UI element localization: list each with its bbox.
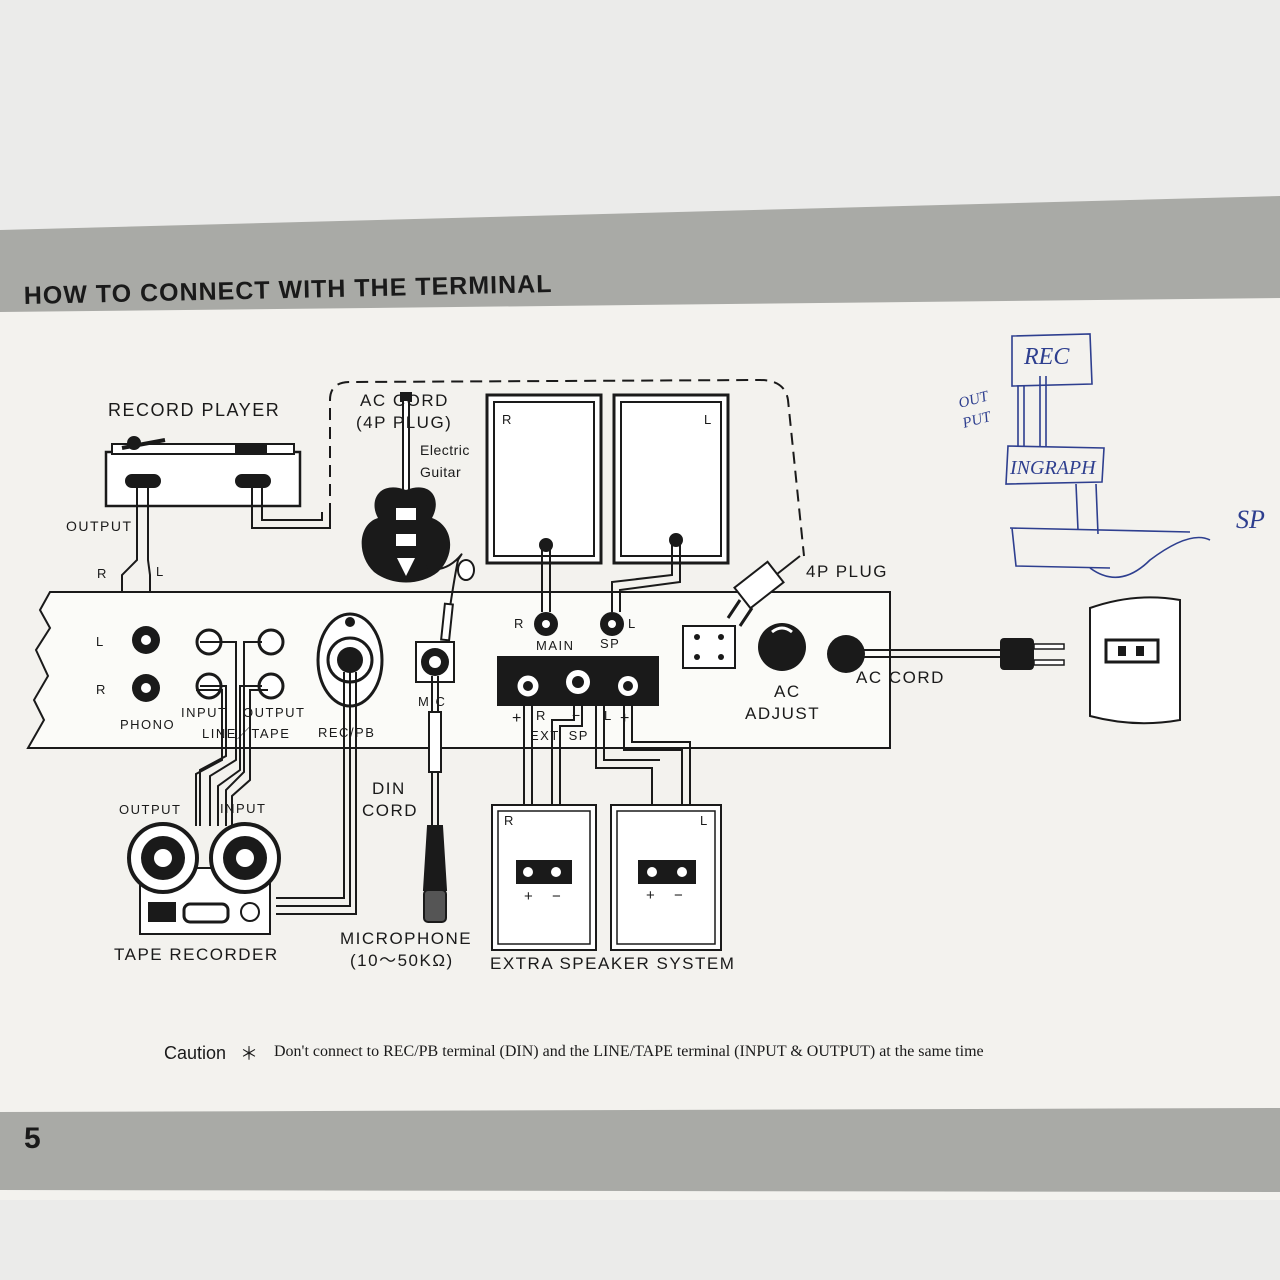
adjust-label: ADJUST [745,704,820,723]
phono-l-label: L [96,634,105,649]
mic-label: MIC [418,694,446,709]
electric-guitar [361,392,475,642]
ext-sp-terminal-block [497,656,659,706]
ext-l-label: L [604,708,613,723]
ext-sp-label: EXT. SP [530,728,589,743]
tape-output-label: OUTPUT [119,802,181,817]
record-player [104,436,302,508]
microphone [422,676,448,923]
extra-speaker-right [491,804,597,951]
hand-out: OUT [957,388,992,412]
ext-minus-label: − [572,707,582,723]
main-l-label: L [628,616,637,631]
input-label: INPUT [181,705,228,720]
extra-r-label: R [504,813,515,828]
output-label: OUTPUT [66,518,133,534]
cable-r-label: R [97,566,108,581]
hand-rec: REC [1023,344,1070,370]
mic-jack [415,641,455,683]
cord-label: CORD [362,801,418,820]
hand-put: PUT [960,409,994,432]
din-cord [276,672,357,915]
page-number: 5 [24,1122,42,1155]
4p-plug-paren-label: (4P PLUG) [356,413,452,432]
caution-label: Caution [164,1043,226,1063]
extra-r-plus: + [524,888,534,905]
tape-recorder [127,822,281,935]
mic-impedance-label: (10～50KΩ) [350,951,454,970]
main-speaker-right [485,393,603,565]
ac-adjust-selector [682,623,806,671]
caution-text: Don't connect to REC/PB terminal (DIN) a… [274,1043,984,1060]
extra-speaker-label: EXTRA SPEAKER SYSTEM [490,954,735,973]
extra-r-minus: − [552,888,562,905]
ac-cord-dashed-path [329,378,805,557]
ac-cord-outlet [827,596,1181,725]
ac-cord-label: AC CORD [856,668,945,687]
speaker-l-label: L [704,412,713,427]
extra-l-plus: + [646,887,656,904]
cable-l-label: L [156,564,165,579]
phono-label: PHONO [120,717,175,732]
main-label: MAIN [536,638,575,653]
din-label: DIN [372,779,406,798]
handwritten-notes [1005,333,1211,579]
line-tape-label: LINE／TAPE [202,726,290,741]
phono-jacks [132,626,160,702]
ac-label: AC [774,682,801,701]
tape-cables [195,641,268,826]
ac-cord-top-label: AC CORD [360,391,449,410]
hand-sp: SP [1236,505,1265,534]
main-sp-terminals [534,612,624,636]
phono-r-label: R [96,682,107,697]
extra-l-label: L [700,813,709,828]
extra-speaker-left [610,804,722,951]
microphone-label: MICROPHONE [340,929,472,948]
extra-l-minus: − [674,887,684,904]
record-player-label: RECORD PLAYER [108,400,280,420]
guitar-label: Guitar [420,464,461,480]
main-speaker-cables [539,533,683,612]
electric-label: Electric [420,442,470,458]
speaker-r-label: R [502,412,513,427]
4p-plug-label: 4P PLUG [806,562,888,581]
main-speaker-left [612,393,730,565]
ext-plus-l: + [620,710,631,727]
tape-recorder-label: TAPE RECORDER [114,945,279,964]
tape-input-label: INPUT [220,801,267,816]
ext-r-label: R [536,708,547,723]
footer-band [0,1108,1280,1192]
hand-ingraph: INGRAPH [1009,457,1097,479]
ext-plus-r: + [512,710,523,727]
output-jack-label: OUTPUT [243,705,305,720]
main-r-label: R [514,616,525,631]
caution-star: ＊ [240,1044,260,1064]
header-band [0,196,1280,312]
labels: OUTPUT R L L R PHONO INPUT OUTPUT LINE／T… [66,391,945,973]
sp-label: SP [600,636,620,651]
rec-pb-label: REC/PB [318,725,375,740]
4p-plug [726,555,801,627]
